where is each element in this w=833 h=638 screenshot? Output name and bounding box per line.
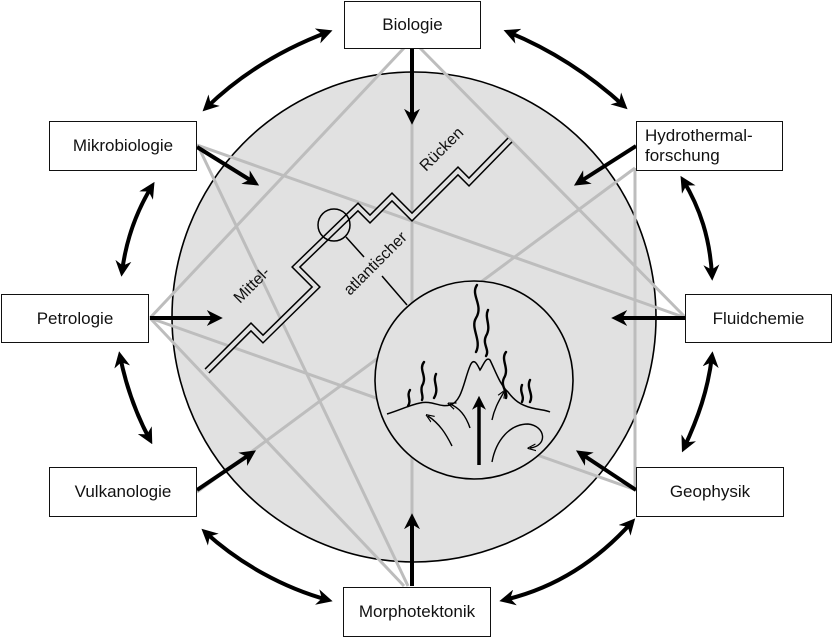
neighbor-arrows bbox=[114, 28, 720, 606]
box-biologie: Biologie bbox=[344, 1, 481, 49]
label-petrologie: Petrologie bbox=[36, 308, 114, 328]
label-hydrothermal-line1: Hydrothermal- bbox=[645, 126, 753, 146]
arrow-fluidchemie-geophysik bbox=[681, 351, 719, 453]
vent-detail bbox=[374, 280, 574, 480]
link-biologie-petrologie bbox=[148, 46, 406, 320]
box-hydrothermalforschung: Hydrothermal- forschung bbox=[636, 121, 783, 171]
arrow-petrologie-vulkanologie bbox=[114, 351, 153, 445]
arrow-biologie-hydrothermal bbox=[503, 28, 628, 110]
box-geophysik: Geophysik bbox=[636, 467, 784, 517]
seafloor-profile bbox=[386, 358, 551, 415]
box-fluidchemie: Fluidchemie bbox=[685, 294, 832, 343]
marker-connector-1 bbox=[345, 236, 365, 258]
box-mikrobiologie: Mikrobiologie bbox=[49, 121, 197, 171]
label-hydrothermal-line2: forschung bbox=[645, 146, 720, 165]
link-petrologie-morphotektonik bbox=[148, 316, 406, 588]
label-morphotektonik: Morphotektonik bbox=[358, 602, 476, 622]
ridge-detail-marker bbox=[317, 208, 351, 242]
flow-arrows bbox=[428, 392, 544, 463]
smoke-plumes bbox=[406, 283, 533, 408]
arrow-hydrothermal-in bbox=[573, 144, 638, 186]
arrow-hydrothermal-fluidchemie bbox=[680, 175, 720, 281]
ridge-axis bbox=[204, 137, 513, 374]
label-vulkanologie: Vulkanologie bbox=[74, 482, 172, 502]
arrow-mikrobiologie-petrologie bbox=[115, 181, 155, 277]
label-geophysik: Geophysik bbox=[669, 482, 751, 502]
link-mikrobiologie-morphotektonik bbox=[198, 149, 410, 587]
box-morphotektonik: Morphotektonik bbox=[343, 587, 491, 637]
link-mikrobiologie-fluidchemie bbox=[196, 143, 687, 320]
inbound-arrows bbox=[150, 48, 686, 586]
marker-connector-2 bbox=[381, 275, 408, 306]
vent-detail-circle bbox=[374, 280, 574, 480]
arrow-vulkanologie-in bbox=[195, 450, 256, 492]
label-fluidchemie: Fluidchemie bbox=[712, 308, 805, 328]
label-mikrobiologie: Mikrobiologie bbox=[72, 136, 174, 156]
link-biologie-fluidchemie bbox=[418, 46, 688, 320]
box-petrologie: Petrologie bbox=[1, 294, 149, 343]
arrow-mikrobiologie-in bbox=[195, 145, 260, 186]
label-biologie: Biologie bbox=[382, 15, 443, 35]
arrow-vulkanologie-morphotektonik bbox=[201, 528, 333, 605]
arrow-geophysik-in bbox=[575, 450, 638, 492]
box-vulkanologie: Vulkanologie bbox=[49, 467, 197, 517]
arrow-geophysik-morphotektonik bbox=[499, 518, 636, 606]
arrow-biologie-mikrobiologie bbox=[202, 28, 333, 112]
